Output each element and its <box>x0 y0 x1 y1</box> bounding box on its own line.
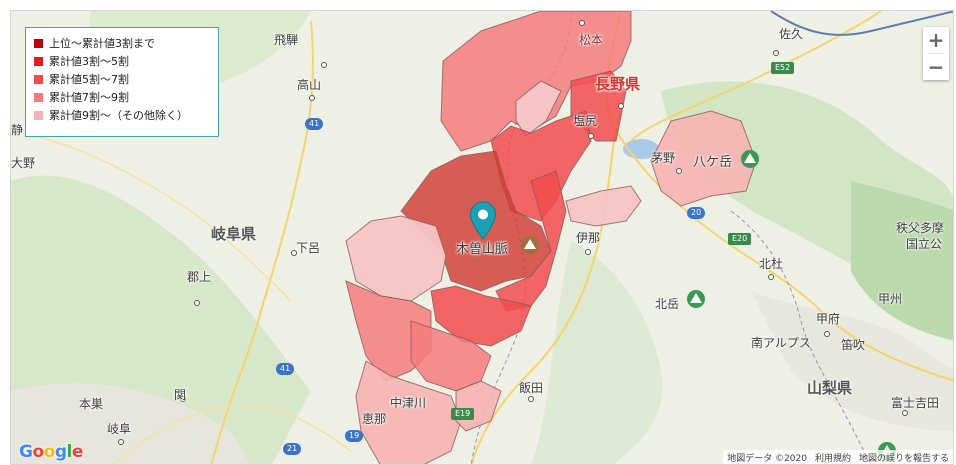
local-road <box>112 404 352 464</box>
google-logo-letter: l <box>66 442 73 462</box>
mountain-icon <box>741 150 759 168</box>
region-ena[interactable] <box>355 360 462 465</box>
google-logo-letter: e <box>71 442 84 462</box>
prefecture-label-gifu: 岐阜県 <box>211 225 257 243</box>
legend-item: 累計値9割～（その他除く） <box>34 106 210 124</box>
highway-road <box>630 11 882 142</box>
place-label-kiso-sanmyaku: 木曽山脈 <box>456 242 509 257</box>
place-label-gero: 下呂 <box>296 241 321 255</box>
place-label-chino: 茅野 <box>651 151 676 165</box>
prefecture-label-nagano: 長野県 <box>595 75 641 93</box>
road-shield-41: 41 <box>276 363 295 375</box>
road-shield-e20: E20 <box>728 233 752 245</box>
google-logo-letter: o <box>43 442 56 462</box>
place-label-gifu-city: 岐阜 <box>107 422 132 436</box>
place-label-matsumoto: 松本 <box>579 33 604 47</box>
google-logo[interactable]: Google <box>19 442 83 462</box>
legend-item: 累計値7割～9割 <box>34 88 210 106</box>
report-error-link[interactable]: 地図の誤りを報告する <box>858 453 949 464</box>
forest-area <box>531 241 663 464</box>
place-label-fujiyoshida: 富士吉田 <box>891 396 940 410</box>
location-pin-icon[interactable] <box>469 201 497 241</box>
legend-swatch <box>34 56 43 66</box>
road-shield-e52: E52 <box>771 62 795 74</box>
terms-link[interactable]: 利用規約 <box>814 453 851 464</box>
legend: 上位～累計値3割まで 累計値3割～5割 累計値5割～7割 累計値7割～9割 累計… <box>25 27 219 137</box>
legend-label: 累計値7割～9割 <box>49 91 129 104</box>
place-label-minami-alps: 南アルプス <box>751 336 811 350</box>
google-logo-letter: g <box>54 442 67 462</box>
urban-area <box>11 383 250 464</box>
forest-area <box>851 181 953 341</box>
road-shield-20: 20 <box>687 207 706 219</box>
region-chino[interactable] <box>650 110 757 207</box>
map-canvas[interactable]: 飛騨 高山 岐阜県 下呂 郡上 本巣 関 岐阜 恵那 中津川 飯田 伊那 木曽山… <box>10 10 954 465</box>
road-shield-41: 41 <box>305 118 324 130</box>
region-kiso-south[interactable] <box>430 285 532 347</box>
legend-swatch <box>34 38 43 48</box>
mountain-icon <box>521 236 539 254</box>
place-label-hida: 飛騨 <box>274 33 299 47</box>
place-label-edge: 静 <box>11 123 24 137</box>
road-shield-21: 21 <box>283 443 302 455</box>
place-label-kokuritsu: 国立公 <box>906 237 943 251</box>
zoom-control: + − <box>923 27 949 80</box>
region-gero[interactable] <box>345 215 447 302</box>
place-label-fuefuki: 笛吹 <box>841 338 866 352</box>
place-label-kofu: 甲府 <box>816 312 841 326</box>
road-shield-e19: E19 <box>451 408 475 420</box>
prefecture-border <box>770 11 953 36</box>
place-label-nakatsugawa: 中津川 <box>390 396 427 410</box>
place-label-takayama: 高山 <box>297 78 322 92</box>
place-label-ina: 伊那 <box>576 231 601 245</box>
prefecture-label-yamanashi: 山梨県 <box>807 379 853 397</box>
place-label-gujo: 郡上 <box>187 270 212 284</box>
zoom-in-button[interactable]: + <box>923 27 949 53</box>
place-label-saku: 佐久 <box>779 27 804 41</box>
legend-label: 累計値5割～7割 <box>49 73 129 86</box>
google-logo-letter: G <box>19 442 33 462</box>
legend-label: 累計値9割～（その他除く） <box>49 109 188 122</box>
local-road <box>11 130 292 302</box>
zoom-out-button[interactable]: − <box>923 54 949 80</box>
google-logo-letter: o <box>32 442 44 462</box>
legend-swatch <box>34 74 43 84</box>
place-label-iida: 飯田 <box>519 381 544 395</box>
place-label-ena: 恵那 <box>362 412 387 426</box>
place-label-yatsugatake: 八ケ岳 <box>693 155 733 170</box>
road-shield-19: 19 <box>345 430 364 442</box>
map-data-credit: 地図データ ©2020 <box>727 453 807 464</box>
zoom-divider <box>927 53 945 54</box>
urban-area <box>751 291 953 431</box>
map-base-layer <box>11 11 953 465</box>
legend-label: 上位～累計値3割まで <box>49 37 155 50</box>
legend-item: 累計値3割～5割 <box>34 52 210 70</box>
place-label-chichibu-tama: 秩父多摩 <box>896 221 945 235</box>
place-label-seki: 関 <box>174 388 187 402</box>
town-dots <box>118 20 908 445</box>
place-label-koshu: 甲州 <box>878 292 903 306</box>
place-label-edge: 大野 <box>11 156 36 170</box>
place-label-shiojiri: 塩尻 <box>573 114 598 128</box>
mountain-icon <box>687 290 705 308</box>
legend-swatch <box>34 92 43 102</box>
map-attribution: 地図データ ©2020 利用規約 地図の誤りを報告する <box>723 450 953 464</box>
legend-swatch <box>34 110 43 120</box>
legend-item: 累計値5割～7割 <box>34 70 210 88</box>
legend-item: 上位～累計値3割まで <box>34 34 210 52</box>
region-azumino[interactable] <box>515 80 562 137</box>
legend-label: 累計値3割～5割 <box>49 55 129 68</box>
prefecture-border <box>730 210 871 464</box>
region-ina[interactable] <box>565 185 642 227</box>
place-label-hokuto: 北杜 <box>759 257 784 271</box>
place-label-kitadake: 北岳 <box>655 297 680 311</box>
place-label-motosu: 本巣 <box>79 397 104 411</box>
highway-road <box>470 110 622 464</box>
